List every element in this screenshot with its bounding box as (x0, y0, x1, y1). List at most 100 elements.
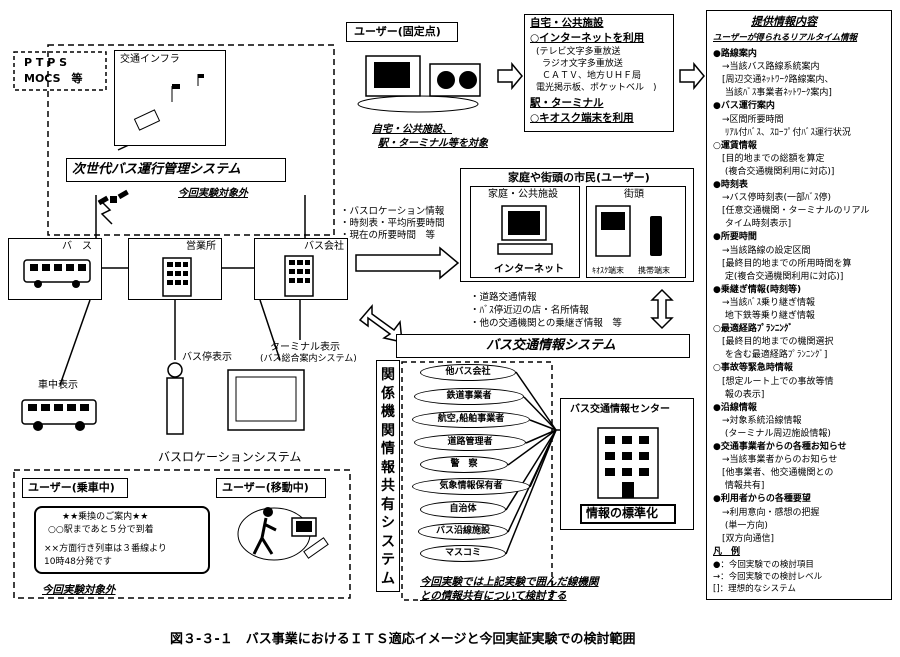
side-info-panel: 提供情報内容 ユーザーが得られるリアルタイム情報 ●路線案内 →当該バス路線系統… (706, 10, 892, 600)
side-panel-line: 当該ﾊﾞｽ事業者ﾈｯﾄﾜｰｸ案内] (713, 88, 832, 99)
side-panel-line: →区間所要時間 (713, 114, 784, 125)
kiosk-mobile-icon (595, 205, 662, 257)
side-panel-line: (複合交通機関利用に対応)] (713, 166, 835, 177)
related-orgs-title: 関係機関情報共有システム (381, 367, 395, 587)
user-fixed-title: ユーザー(固定点) (354, 25, 441, 38)
side-panel-line: 地下鉄等乗り継ぎ情報 (713, 311, 815, 321)
bus-company-info-3: ・現在の所要時間 等 (340, 230, 436, 241)
bus-location-system: バスロケーションシステム (158, 450, 302, 464)
side-panel-line: [最終目的地までの所用時間を算 (713, 258, 852, 269)
bus-company-node-label: バス会社 (304, 241, 344, 252)
walking-person-icon (237, 507, 329, 561)
home-facilities-box (524, 14, 674, 132)
side-panel-line: ●所要時間 (713, 232, 757, 243)
transport-infra-label: 交通インフラ (120, 54, 180, 65)
bus-info-system-title: バス交通情報システム (486, 338, 616, 353)
legend-title: 凡 例 (713, 547, 741, 557)
broadcast-1: (テレビ文字多重放送 (536, 47, 621, 57)
bus-company-building-icon (284, 255, 314, 297)
bus-icon (23, 259, 91, 288)
side-panel-line: ●時刻表 (713, 180, 748, 190)
office-building-icon (162, 257, 192, 297)
side-panel-line: ●利用者からの各種要望 (713, 494, 811, 505)
legend-item: ●：今回実験での検討項目 (713, 560, 814, 570)
center-title: バス交通情報センター (570, 404, 670, 415)
side-panel-line: ●バス運行案内 (713, 101, 775, 112)
side-panel-line: (ターミナル周辺施設情報) (713, 428, 831, 439)
side-panel-line: →バス停時刻表(一部ﾊﾞｽ停) (713, 193, 832, 204)
ptps-line1: P T P S (24, 56, 68, 69)
side-panel-line: ○運賃情報 (713, 140, 757, 151)
side-panel-line: 定(複合交通機関利用に対応)] (713, 271, 844, 282)
side-panel-line: [双方向通信] (713, 533, 775, 544)
side-panel-line: ﾘｱﾙ付ﾊﾞｽ、ｽﾛｰﾌﾟ付ﾊﾞｽ運行状況 (713, 127, 851, 138)
org-oval: 鉄道事業者 (414, 388, 524, 405)
citizens-home-label: 家庭・公共施設 (488, 189, 558, 200)
user-riding-box (22, 478, 128, 498)
side-panel-line: →当該事業者からのお知らせ (713, 455, 838, 466)
side-panel-line: →当該ﾊﾞｽ乗り継ぎ情報 (713, 297, 816, 308)
side-panel-line: (単一方向) (713, 520, 768, 531)
user-riding-title: ユーザー(乗車中) (28, 481, 115, 494)
side-panel-line: ○最適経路ﾌﾟﾗﾝﾆﾝｸﾞ (713, 324, 793, 335)
legend-item: →：今回実験での検討レベル (713, 572, 823, 582)
road-info-3: ・他の交通機関との乗継ぎ情報 等 (470, 318, 622, 329)
legend-item: []：理想的なシステム (713, 584, 796, 594)
figure-caption: 図３-３-１ バス事業におけるＩＴＳ適応イメージと今回実証実験での検討範囲 (170, 632, 636, 647)
home-facilities-internet: ○インターネットを利用 (530, 32, 645, 44)
side-panel-line: 情報共有] (713, 481, 765, 492)
broadcast-4: 電光掲示板、ポケットベル ) (536, 83, 657, 93)
related-orgs-box (376, 360, 400, 592)
org-oval: 航空,船舶事業者 (412, 411, 530, 428)
user-moving-box (216, 478, 326, 498)
transport-infra-box (114, 50, 226, 146)
tv-radio-icon (357, 55, 481, 113)
citizens-street-label: 街頭 (624, 189, 644, 200)
stop-display-label: バス停表示 (182, 352, 232, 363)
satellite-icon (97, 189, 129, 206)
sign-line-1: ★★乗換のご案内★★ (62, 512, 149, 522)
share-note-1: 今回実験では上記実験で囲んだ線機関 (420, 576, 599, 588)
side-panel-line: →当該バス路線系統案内 (713, 62, 820, 73)
broadcast-2: ラジオ文字多重放送 (542, 59, 623, 69)
next-gen-not-target: 今回実験対象外 (178, 188, 248, 199)
road-info-1: ・道路交通情報 (470, 292, 537, 303)
terminal-display-line1: ターミナル表示 (270, 342, 340, 353)
org-oval: バス沿線施設 (418, 523, 508, 540)
side-panel-line: [他事業者、他交通機関との (713, 468, 834, 479)
in-bus-sign (34, 506, 210, 574)
computer-icon (497, 205, 553, 255)
side-panel-line: [任意交通機関・ターミナルのリアル (713, 206, 870, 217)
next-gen-system-title: 次世代バス運行管理システム (72, 162, 241, 177)
terminal-screen-icon (227, 369, 305, 431)
side-panel-title: 提供情報内容 (751, 15, 817, 28)
sign-line-2: ○○駅まであと５分で到着 (48, 525, 154, 535)
side-panel-line: [最終目的地までの機関選択 (713, 337, 834, 348)
side-panel-line: [目的地までの総額を算定 (713, 153, 825, 164)
road-info-2: ・ﾊﾞｽ停近辺の店・名所情報 (470, 305, 589, 316)
side-panel-subtitle: ユーザーが得られるリアルタイム情報 (713, 33, 858, 43)
side-panel-line: →対象系統沿線情報 (713, 415, 802, 426)
bus-stop-icon (166, 362, 184, 435)
sign-line-3: ××方面行き列車は３番線より (44, 544, 167, 554)
share-note-2: との情報共有について検討する (420, 590, 567, 602)
org-oval: 他バス会社 (420, 364, 516, 381)
citizens-mobile-label: 携帯端末 (638, 266, 670, 275)
bus-company-info-2: ・時刻表・平均所要時間 (340, 218, 445, 229)
side-panel-line: ●乗継ぎ情報(時刻等) (713, 284, 802, 295)
bus-car-display-icon (21, 399, 97, 431)
user-fixed-caption-2: 駅・ターミナル等を対象 (378, 138, 488, 149)
org-oval: 自治体 (420, 501, 506, 518)
side-panel-line: →当該路線の設定区間 (713, 245, 811, 256)
side-panel-line: ●交通事業者からの各種お知らせ (713, 442, 847, 452)
user-fixed-caption-1: 自宅・公共施設、 (372, 124, 452, 135)
side-panel-line: ●路線案内 (713, 49, 757, 59)
broadcast-3: ＣＡＴＶ、地方ＵＨＦ局 (542, 71, 642, 81)
side-panel-line: 報の表示] (713, 389, 765, 400)
citizens-internet-label: インターネット (494, 264, 564, 275)
bus-info-system-box (396, 334, 690, 358)
bus-on-road-icon (133, 74, 204, 131)
org-oval: 警 察 (420, 456, 508, 473)
side-panel-line: [周辺交通ﾈｯﾄﾜｰｸ路線案内、 (713, 75, 834, 86)
citizens-kiosk-label: ｷｵｽｸ端末 (592, 266, 624, 275)
